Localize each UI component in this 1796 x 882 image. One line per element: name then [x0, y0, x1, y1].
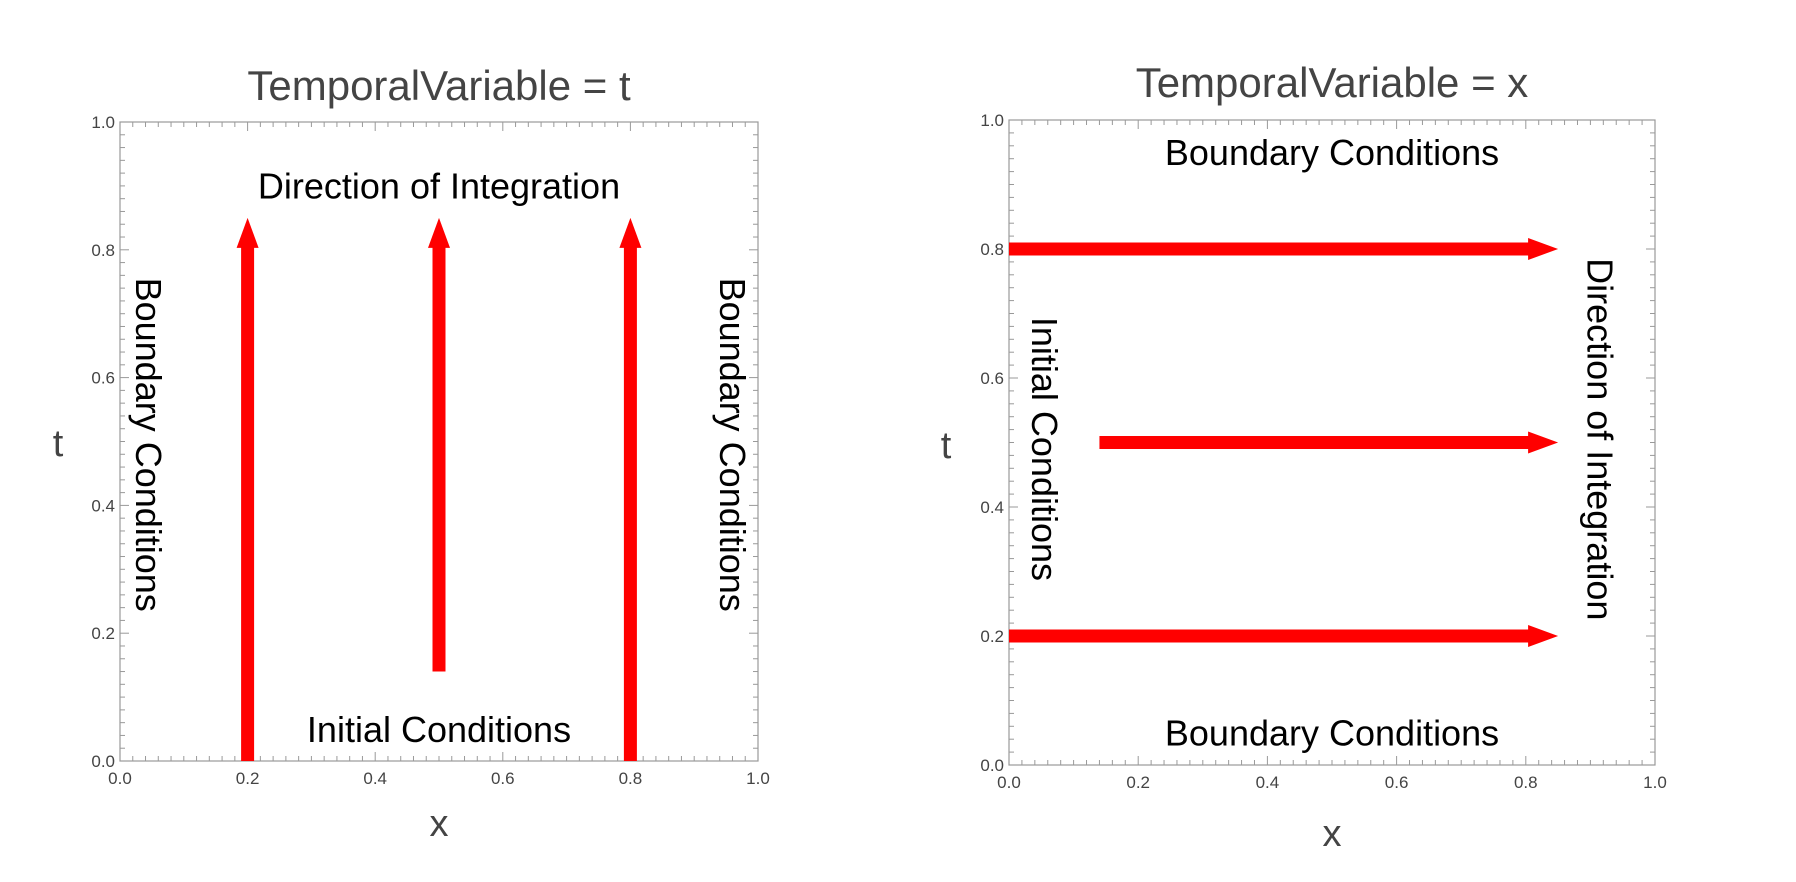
y-tick-label: 0.0: [91, 752, 115, 771]
x-axis-label: x: [430, 803, 449, 845]
annotation-label: Initial Conditions: [1024, 317, 1065, 581]
arrow-head: [619, 217, 642, 248]
arrow-head: [1528, 431, 1559, 454]
y-axis-label: t: [941, 425, 952, 467]
direction-arrow: [428, 217, 450, 672]
arrows: [236, 217, 642, 761]
y-tick-label: 0.6: [980, 369, 1004, 388]
x-tick-label: 0.0: [997, 773, 1021, 792]
x-tick-label: 0.8: [1514, 773, 1538, 792]
panel-title: TemporalVariable = x: [1136, 59, 1529, 106]
arrow-head: [428, 217, 450, 248]
panel-temporal-t: TemporalVariable = t t x 0.0 0.2 0.4 0.6 0.8…: [53, 62, 770, 845]
y-tick-label: 0.4: [980, 498, 1004, 517]
annotation-label: Boundary Conditions: [128, 278, 169, 612]
y-tick-label: 0.8: [980, 240, 1004, 259]
direction-arrow: [1009, 238, 1559, 260]
annotation-label: Boundary Conditions: [1165, 712, 1499, 753]
x-axis-label: x: [1323, 813, 1342, 855]
x-tick-label: 1.0: [746, 769, 770, 788]
arrows: [1009, 238, 1559, 647]
panel-temporal-x: TemporalVariable = x t x 0.0 0.2 0.4 0.6 0.8…: [941, 59, 1667, 855]
direction-arrow: [236, 217, 259, 761]
y-tick-label: 0.0: [980, 756, 1004, 775]
y-tick-label: 0.4: [91, 496, 115, 515]
arrow-head: [236, 217, 259, 248]
arrow-head: [1528, 238, 1559, 260]
tick-labels: 0.0 0.2 0.4 0.6 0.8 1.0 0.0 0.2 0.4 0.6 0.8 1.0: [980, 111, 1666, 792]
annotation-label: Initial Conditions: [307, 709, 571, 750]
y-tick-label: 0.2: [980, 627, 1004, 646]
annotation-label: Direction of Integration: [258, 166, 620, 207]
y-tick-label: 0.8: [91, 241, 115, 260]
panel-title: TemporalVariable = t: [247, 62, 631, 109]
direction-arrow: [619, 217, 642, 761]
y-tick-label: 1.0: [980, 111, 1004, 130]
arrow-head: [1528, 625, 1559, 647]
direction-arrow: [1099, 431, 1559, 454]
annotation-label: Boundary Conditions: [712, 278, 753, 612]
tick-marks: [119, 121, 759, 762]
y-tick-label: 1.0: [91, 113, 115, 132]
x-tick-label: 0.4: [363, 769, 387, 788]
x-tick-label: 0.4: [1256, 773, 1280, 792]
x-tick-label: 0.6: [491, 769, 515, 788]
x-tick-label: 0.0: [108, 769, 132, 788]
y-tick-label: 0.6: [91, 369, 115, 388]
x-tick-label: 0.6: [1385, 773, 1409, 792]
tick-marks: [1008, 119, 1656, 766]
x-tick-label: 0.2: [236, 769, 260, 788]
x-tick-label: 1.0: [1643, 773, 1667, 792]
direction-arrow: [1009, 625, 1559, 647]
annotation-label: Boundary Conditions: [1165, 132, 1499, 173]
y-axis-label: t: [53, 423, 64, 465]
y-tick-label: 0.2: [91, 624, 115, 643]
x-tick-label: 0.2: [1126, 773, 1150, 792]
tick-labels: 0.0 0.2 0.4 0.6 0.8 1.0 0.0 0.2 0.4 0.6 0.8 1.0: [91, 113, 769, 788]
annotation-label: Direction of Integration: [1579, 258, 1620, 620]
x-tick-label: 0.8: [619, 769, 643, 788]
